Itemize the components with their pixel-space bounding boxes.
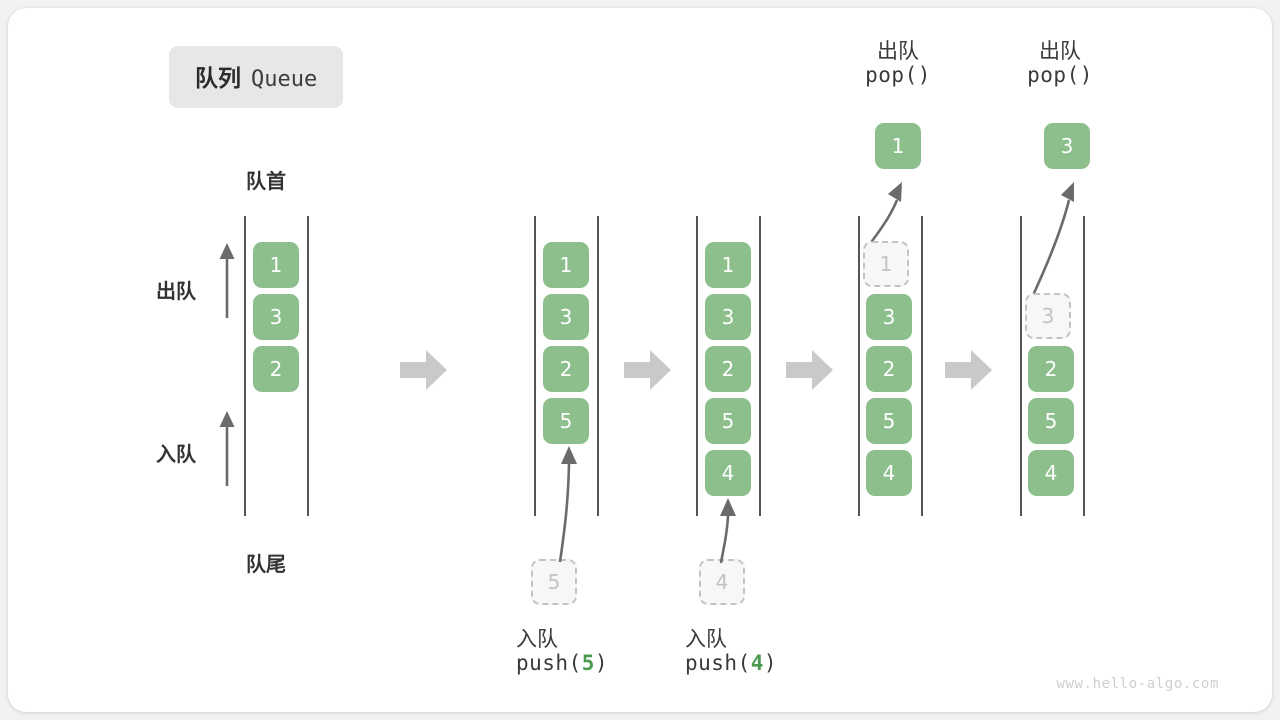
push-5-caption: 入队 push(5): [516, 628, 696, 676]
enqueue-up-arrow: [219, 411, 235, 486]
queue-cell: 5: [705, 398, 751, 444]
watermark: www.hello-algo.com: [1056, 676, 1219, 692]
queue-cell: 5: [866, 398, 912, 444]
queue-rail-left: [1020, 216, 1022, 516]
pop-1-caption: 出队 pop(): [828, 40, 968, 88]
push-4-caption-cn: 入队: [685, 627, 727, 651]
push-arrow-icon: [558, 446, 577, 563]
push-5-caption-cn: 入队: [516, 627, 558, 651]
queue-cell-new: 4: [705, 450, 751, 496]
queue-ghost-cell: 1: [863, 241, 909, 287]
popped-cell: 1: [875, 123, 921, 169]
queue-rail-left: [696, 216, 698, 516]
queue-cell: 1: [253, 242, 299, 288]
queue-rail-left: [858, 216, 860, 516]
queue-cell-new: 5: [543, 398, 589, 444]
queue-rail-right: [921, 216, 923, 516]
push-4-caption: 入队 push(4): [685, 628, 865, 676]
push-5-code-value: 5: [581, 651, 595, 676]
queue-cell: 4: [1028, 450, 1074, 496]
push-4-code-suffix: ): [763, 651, 778, 676]
push-4-code-value: 4: [750, 651, 764, 676]
queue-cell: 3: [253, 294, 299, 340]
queue-cell: 2: [866, 346, 912, 392]
queue-cell: 2: [543, 346, 589, 392]
enqueue-direction-label: 入队: [156, 442, 196, 466]
pop-3-caption-cn: 出队: [1039, 39, 1081, 63]
queue-cell: 2: [253, 346, 299, 392]
queue-cell: 2: [705, 346, 751, 392]
title-english: Queue: [251, 67, 318, 92]
queue-cell: 3: [705, 294, 751, 340]
push-5-caption-code: push(5): [516, 650, 696, 676]
push-arrow-icon: [719, 498, 736, 564]
popped-cell: 3: [1044, 123, 1090, 169]
pop-3-caption: 出队 pop(): [990, 40, 1130, 88]
queue-rail-right: [307, 216, 309, 516]
push-4-caption-code: push(4): [685, 650, 865, 676]
push-5-code-prefix: push(: [516, 651, 582, 676]
queue-rail-right: [597, 216, 599, 516]
queue-ghost-cell: 3: [1025, 293, 1071, 339]
push-5-code-suffix: ): [594, 651, 609, 676]
queue-ghost-cell: 5: [531, 559, 577, 605]
queue-cell: 2: [1028, 346, 1074, 392]
dequeue-up-arrow: [219, 243, 235, 318]
title-chinese: 队列: [195, 66, 241, 92]
pop-3-caption-code: pop(): [1027, 63, 1093, 88]
dequeue-direction-label: 出队: [156, 279, 196, 303]
queue-rail-right: [1083, 216, 1085, 516]
queue-cell: 1: [543, 242, 589, 288]
pop-arrow-icon: [1027, 182, 1074, 305]
queue-cell: 1: [705, 242, 751, 288]
step-arrow-icon: [786, 350, 833, 390]
pop-1-caption-cn: 出队: [877, 39, 919, 63]
diagram-card: 队列 Queue 队首 队尾 出队 入队 1 3 2: [8, 8, 1272, 712]
pop-1-caption-code: pop(): [865, 63, 931, 88]
queue-cell: 3: [543, 294, 589, 340]
queue-rail-left: [244, 216, 246, 516]
push-4-code-prefix: push(: [685, 651, 751, 676]
step-arrow-icon: [624, 350, 671, 390]
queue-cell: 5: [1028, 398, 1074, 444]
step-arrow-icon: [945, 350, 992, 390]
diagram-title-badge: 队列 Queue: [169, 46, 344, 108]
queue-tail-label: 队尾: [246, 552, 286, 576]
queue-rail-right: [759, 216, 761, 516]
queue-head-label: 队首: [246, 169, 286, 193]
queue-cell: 3: [866, 294, 912, 340]
queue-rail-left: [534, 216, 536, 516]
queue-cell: 4: [866, 450, 912, 496]
step-arrow-icon: [400, 350, 447, 390]
